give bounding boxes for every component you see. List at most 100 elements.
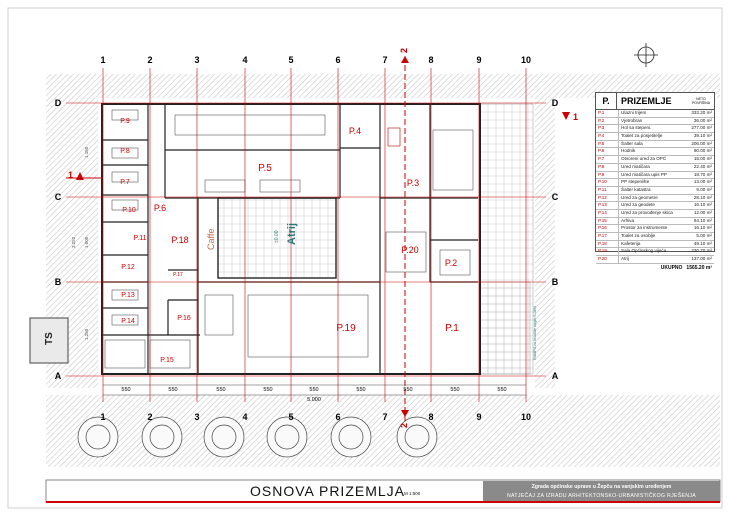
room-label: P.7 (120, 179, 130, 186)
room-label: P.5 (258, 163, 272, 174)
room-label: P.12 (121, 264, 135, 271)
dimension-value: 550 (497, 387, 506, 393)
ts-substation (29, 317, 69, 364)
room-name-cell: Ulazni trijem (621, 110, 647, 115)
room-code-cell: P.16 (596, 225, 619, 232)
grid-row-label: D (552, 98, 559, 108)
room-label: P.2 (445, 258, 457, 268)
project-subtitle: NATJEČAJ ZA IZRADU ARHITEKTONSKO-URBANIS… (507, 493, 696, 499)
grid-col-label: 4 (242, 412, 247, 422)
grid-col-label: 5 (288, 55, 293, 65)
room-name-cell: Ured za geometre (621, 194, 658, 200)
grid-col-label: 2 (147, 412, 152, 422)
section-arrow-icon (401, 410, 409, 417)
grid-col-label: 1 (100, 55, 105, 65)
room-name-cell: Ured za geodete (621, 202, 655, 208)
room-area-cell: 277.00 m² (691, 125, 712, 131)
room-area-cell: 12.00 m² (693, 209, 712, 215)
section-mark: 2 (399, 48, 409, 53)
room-area-cell: 49.10 m² (693, 240, 712, 246)
room-name-cell: Šalter sala (621, 140, 643, 146)
room-name-cell: Kafeterija (621, 240, 641, 246)
room-code-cell: P.6 (596, 148, 619, 156)
room-label: P.16 (177, 315, 191, 322)
room-code-cell: P.3 (596, 125, 619, 133)
dimension-line (103, 384, 526, 396)
room-code-cell: P.7 (596, 156, 619, 163)
grid-col-label: 9 (476, 55, 481, 65)
grid-col-label: 7 (382, 55, 387, 65)
room-area-cell: 94.10 m² (693, 217, 712, 223)
dimension-value: 550 (450, 387, 459, 393)
room-label: P.11 (134, 235, 147, 242)
dimension-overall: 5.000 (307, 397, 321, 403)
room-area-cell: 206.00 m² (691, 140, 712, 146)
room-area-cell: 16.10 m² (693, 225, 712, 231)
north-arrow-icon (634, 43, 658, 67)
room-area-cell: 230.70 m² (691, 248, 712, 254)
grid-col-label: 10 (521, 412, 531, 422)
grid-row-label: A (552, 371, 559, 381)
room-code-cell: P.4 (596, 133, 619, 140)
section-arrow-icon (401, 56, 409, 63)
code-header: P. (596, 93, 617, 109)
room-schedule-header: P. PRIZEMLJE NETO POVRŠINA (596, 93, 714, 110)
atrium-level: ±0.00 (274, 230, 280, 243)
grid-col-label: 5 (288, 412, 293, 422)
furniture (104, 109, 474, 369)
room-label: P.10 (122, 207, 136, 214)
room-label: P.9 (120, 118, 130, 125)
room-code-cell: P.17 (596, 233, 619, 240)
total-value: 1565.20 m² (686, 264, 712, 271)
grid-col-label: 9 (476, 412, 481, 422)
ts-label: TS (44, 332, 55, 345)
room-label: P.18 (171, 235, 188, 245)
grid-col-label: 6 (335, 412, 340, 422)
grid-col-label: 3 (194, 412, 199, 422)
trees (77, 416, 438, 458)
atrium-label: Atrij (286, 223, 298, 245)
room-area-cell: 13.00 m² (693, 179, 712, 185)
room-code-cell: P.13 (596, 202, 619, 209)
ramp-label: RAMPA za invalide nagib 5.38% (533, 305, 537, 360)
total-label: UKUPNO (660, 264, 683, 271)
room-name-cell: Toalet za posjetitelje (621, 133, 663, 139)
room-name-cell: Arhiva (621, 217, 635, 223)
area-header: NETO POVRŠINA (691, 97, 711, 105)
room-code-cell: P.8 (596, 163, 619, 171)
room-area-cell: 16.10 m² (693, 202, 712, 208)
room-area-cell: 22.40 m² (693, 163, 712, 169)
room-label: P.6 (154, 203, 166, 213)
room-code-cell: P.10 (596, 179, 619, 186)
drawing-scale: M 1:500 (404, 491, 421, 496)
side-dimension: 1.150 (84, 146, 89, 158)
room-name-cell: Ured matičara upis PP (621, 171, 667, 177)
grid-axes (66, 68, 546, 402)
room-name-cell: Otvoreni ured za OPĆ (621, 156, 667, 162)
room-area-cell: 137.00 m² (691, 256, 712, 262)
room-schedule-total: UKUPNO 1565.20 m² (596, 264, 714, 272)
room-label: P.8 (120, 148, 130, 155)
room-name-cell: Toalet za osoblje (621, 233, 656, 238)
grid-col-label: 3 (194, 55, 199, 65)
grid-col-label: 2 (147, 55, 152, 65)
grid-row-label: C (552, 192, 559, 202)
grid-col-label: 10 (521, 55, 531, 65)
section-arrow-icon (76, 172, 84, 180)
dimension-value: 550 (168, 387, 177, 393)
drawing-title: OSNOVA PRIZEMLJA (250, 483, 405, 499)
